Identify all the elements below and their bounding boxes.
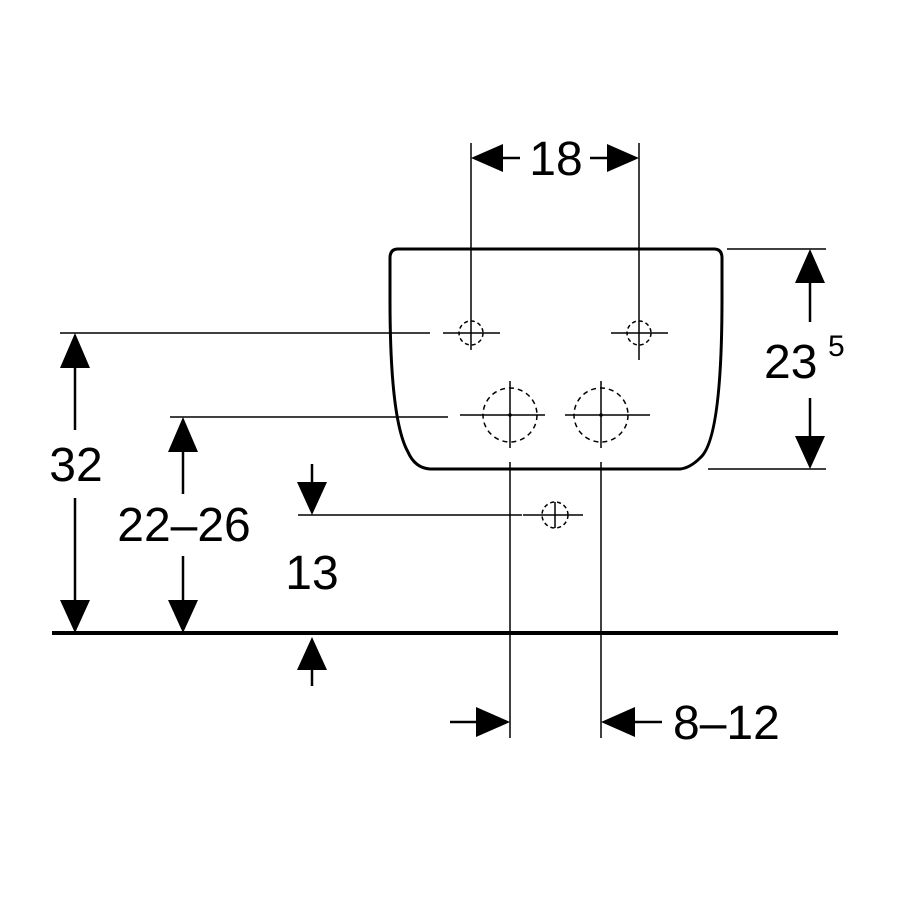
dimension-13: 13 [285, 464, 339, 686]
bottom-connection-hole [523, 501, 583, 529]
dimension-23-5: 23 5 [764, 249, 845, 469]
dimension-32-label: 32 [49, 439, 102, 492]
dimension-23-5-superscript: 5 [828, 330, 845, 363]
cistern-outline [388, 247, 724, 471]
dimension-22-26-label: 22–26 [117, 499, 250, 552]
dimension-8-12-label: 8–12 [673, 697, 780, 750]
dimension-8-12: 8–12 [450, 697, 780, 750]
dimension-22-26: 22–26 [117, 417, 251, 633]
dimension-18: 18 [471, 133, 639, 186]
dimension-13-label: 13 [285, 547, 338, 600]
outlet-hole-right [565, 381, 650, 448]
inlet-hole-left [443, 317, 500, 350]
dimension-18-label: 18 [529, 133, 582, 186]
dimension-23-5-label: 23 [764, 336, 817, 389]
outlet-hole-left [460, 381, 545, 448]
inlet-hole-right [611, 317, 668, 360]
dimension-32: 32 [49, 333, 103, 633]
